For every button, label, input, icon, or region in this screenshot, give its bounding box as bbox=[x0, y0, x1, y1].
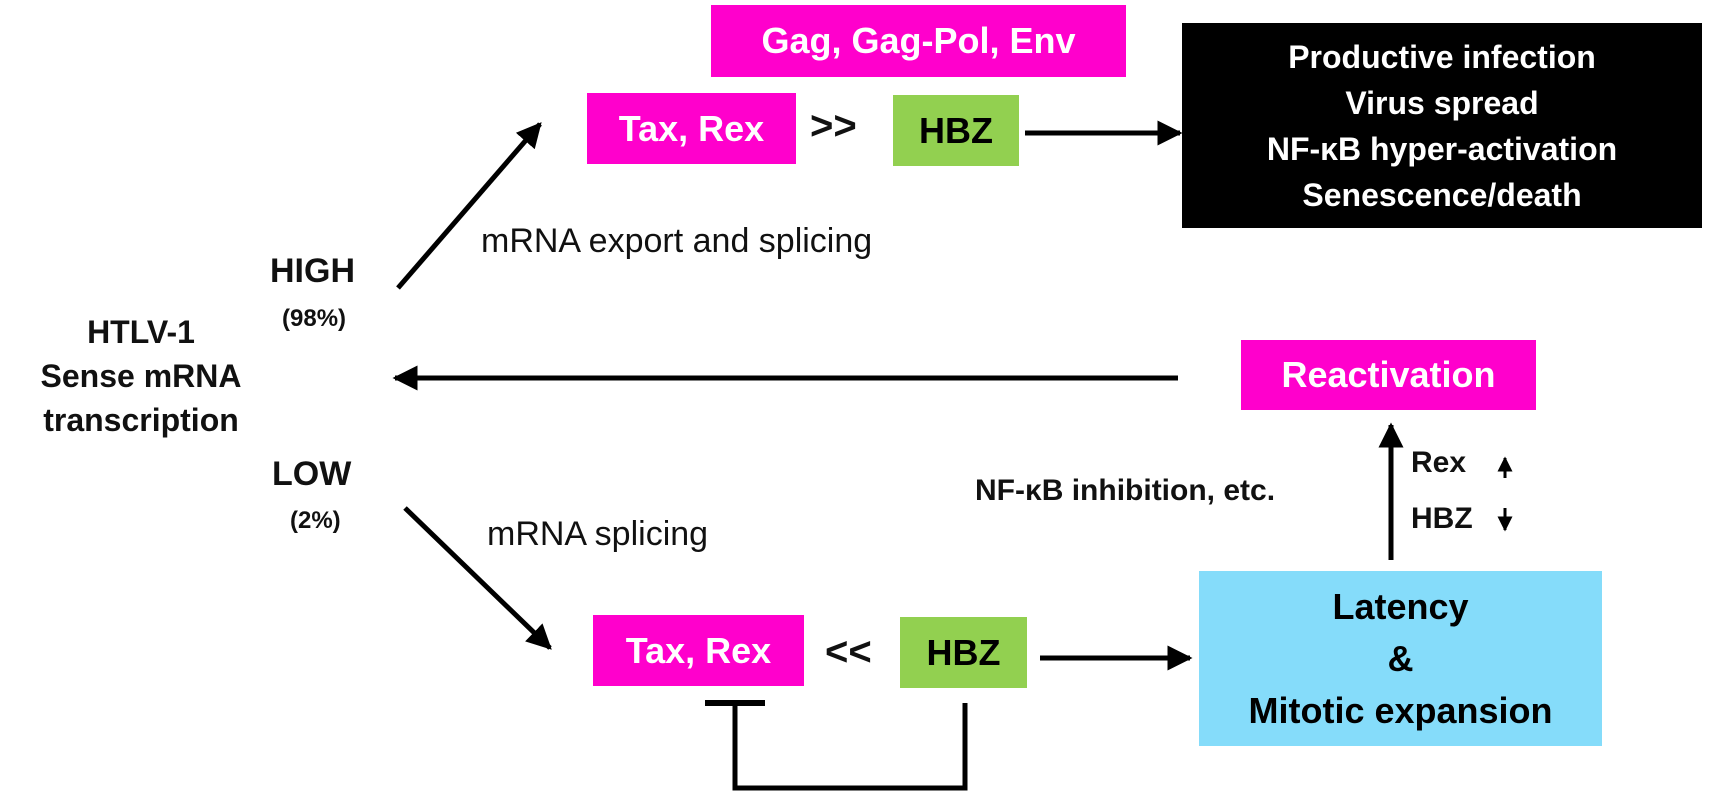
source-label: HTLV-1 Sense mRNA transcription bbox=[10, 310, 272, 442]
high-process-label: mRNA export and splicing bbox=[481, 222, 873, 260]
low-percent: (2%) bbox=[290, 507, 341, 534]
rex-up-label: Rex bbox=[1411, 446, 1467, 479]
latency-box: Latency & Mitotic expansion bbox=[1199, 571, 1602, 746]
reactivation-cause-label: NF-κB inhibition, etc. bbox=[975, 474, 1276, 507]
reactivation-box: Reactivation bbox=[1241, 340, 1536, 410]
high-label: HIGH bbox=[270, 252, 355, 290]
high-relation: >> bbox=[810, 104, 857, 148]
high-tax-rex-box: Tax, Rex bbox=[587, 93, 796, 164]
outcome-nfkb-hyperactivation: NF-κB hyper-activation bbox=[1266, 130, 1618, 167]
outcome-productive-infection: Productive infection bbox=[1288, 38, 1596, 75]
source-line-2: Sense mRNA bbox=[40, 358, 242, 394]
low-relation: << bbox=[825, 630, 872, 674]
arrow-high bbox=[396, 122, 542, 290]
gag-gagpol-env-box: Gag, Gag-Pol, Env bbox=[711, 5, 1126, 77]
low-label: LOW bbox=[272, 455, 352, 493]
high-hbz-box: HBZ bbox=[893, 95, 1019, 166]
outcome-ampersand: & bbox=[1387, 637, 1414, 679]
outcome-latency: Latency bbox=[1332, 585, 1469, 627]
low-process-label: mRNA splicing bbox=[487, 515, 709, 553]
outcome-senescence-death: Senescence/death bbox=[1302, 176, 1582, 213]
high-percent: (98%) bbox=[282, 305, 347, 332]
low-tax-rex-box: Tax, Rex bbox=[593, 615, 804, 686]
productive-infection-box: Productive infection Virus spread NF-κB … bbox=[1182, 23, 1702, 228]
source-line-1: HTLV-1 bbox=[87, 314, 195, 350]
hbz-down-label: HBZ bbox=[1411, 502, 1473, 535]
arrow-low bbox=[403, 506, 552, 650]
low-hbz-box: HBZ bbox=[900, 617, 1027, 688]
source-line-3: transcription bbox=[43, 402, 239, 438]
outcome-virus-spread: Virus spread bbox=[1345, 84, 1539, 121]
outcome-mitotic-expansion: Mitotic expansion bbox=[1248, 689, 1553, 731]
hbz-inhibition-line bbox=[732, 703, 968, 791]
